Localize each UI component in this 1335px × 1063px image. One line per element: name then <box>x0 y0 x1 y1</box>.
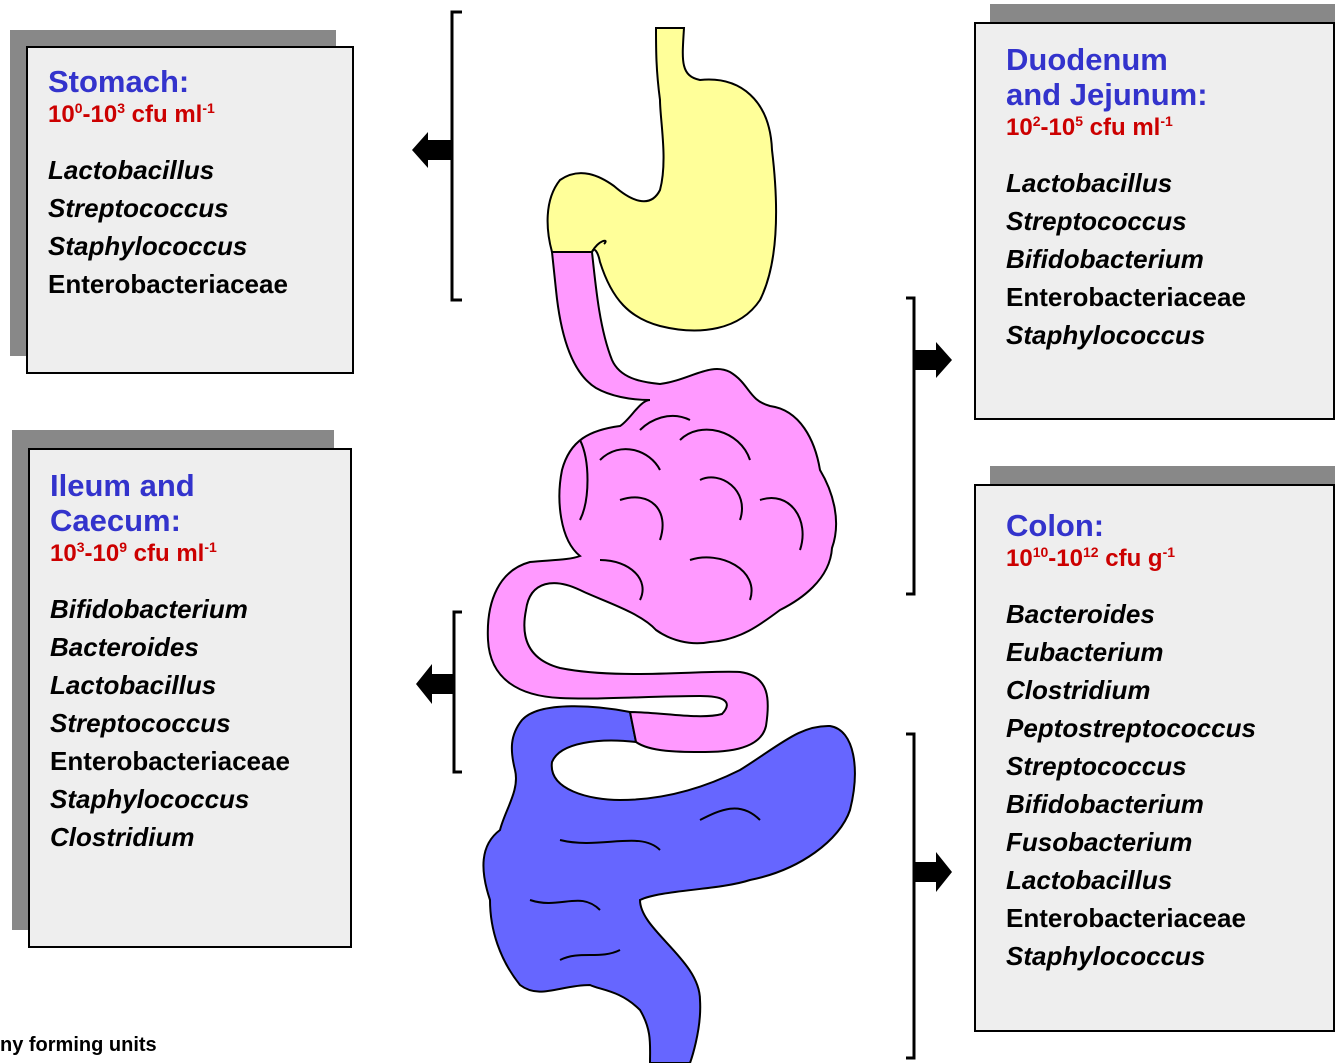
bracket-ileum <box>454 612 462 772</box>
stomach-count-b-exp: 3 <box>117 100 125 116</box>
colon-count-unit: cfu g <box>1099 545 1163 572</box>
stomach-count-a-exp: 0 <box>75 100 83 116</box>
ileum-box: Ileum and Caecum: 103-109 cfu ml-1 Bifid… <box>28 448 352 948</box>
colon-title-line-1: Colon: <box>1006 508 1333 543</box>
colon-taxon: Peptostreptococcus <box>1006 709 1333 747</box>
ileum-taxon: Bifidobacterium <box>50 590 350 628</box>
arrow-right-colon <box>914 852 952 892</box>
ileum-title-line-1: Ileum and <box>50 468 350 503</box>
colon-count-b-exp: 12 <box>1083 544 1099 560</box>
colon-count: 1010-1012 cfu g-1 <box>1006 545 1333 573</box>
duodenum-taxon: Streptococcus <box>1006 202 1333 240</box>
ileum-title-line-2: Caecum: <box>50 503 350 538</box>
duodenum-count-unit-exp: -1 <box>1160 113 1172 129</box>
colon-shape <box>483 706 854 1063</box>
stomach-count-unit: cfu ml <box>125 101 202 128</box>
duodenum-count-b-exp: 5 <box>1075 113 1083 129</box>
duodenum-taxon: Bifidobacterium <box>1006 240 1333 278</box>
colon-taxon: Bacteroides <box>1006 595 1333 633</box>
stomach-count-a: 10 <box>48 101 75 128</box>
stomach-title-line-1: Stomach: <box>48 64 352 99</box>
duodenum-title: Duodenum and Jejunum: <box>1006 42 1333 112</box>
ileum-count-unit: cfu ml <box>127 540 204 567</box>
ileum-count-b-exp: 9 <box>119 539 127 555</box>
duodenum-box: Duodenum and Jejunum: 102-105 cfu ml-1 L… <box>974 22 1335 420</box>
colon-title: Colon: <box>1006 508 1333 543</box>
colon-taxon: Enterobacteriaceae <box>1006 899 1333 937</box>
ileum-count-unit-exp: -1 <box>204 539 216 555</box>
arrow-left-ileum <box>416 664 454 704</box>
colon-count-b: 10 <box>1056 545 1083 572</box>
ileum-taxon: Streptococcus <box>50 704 350 742</box>
bracket-duodenum <box>906 298 914 594</box>
duodenum-count-b: 10 <box>1049 114 1076 141</box>
duodenum-count-a-exp: 2 <box>1033 113 1041 129</box>
ileum-taxon: Lactobacillus <box>50 666 350 704</box>
duodenum-title-line-1: Duodenum <box>1006 42 1333 77</box>
ileum-taxon: Bacteroides <box>50 628 350 666</box>
colon-taxon: Clostridium <box>1006 671 1333 709</box>
colon-count-a: 10 <box>1006 545 1033 572</box>
stomach-taxon: Enterobacteriaceae <box>48 265 352 303</box>
duodenum-taxon: Lactobacillus <box>1006 164 1333 202</box>
bracket-stomach <box>452 12 462 300</box>
colon-count-unit-exp: -1 <box>1163 544 1175 560</box>
arrow-right-duodenum <box>914 342 952 378</box>
colon-taxon: Fusobacterium <box>1006 823 1333 861</box>
stomach-title: Stomach: <box>48 64 352 99</box>
ileum-count: 103-109 cfu ml-1 <box>50 540 350 568</box>
colon-taxon: Bifidobacterium <box>1006 785 1333 823</box>
colon-taxon: Eubacterium <box>1006 633 1333 671</box>
colon-taxon: Streptococcus <box>1006 747 1333 785</box>
stomach-taxon: Streptococcus <box>48 189 352 227</box>
colon-count-a-exp: 10 <box>1033 544 1049 560</box>
stomach-count-b: 10 <box>91 101 118 128</box>
ileum-taxon: Clostridium <box>50 818 350 856</box>
duodenum-taxon: Staphylococcus <box>1006 316 1333 354</box>
duodenum-count-unit: cfu ml <box>1083 114 1160 141</box>
duodenum-count: 102-105 cfu ml-1 <box>1006 114 1333 142</box>
stomach-taxon: Staphylococcus <box>48 227 352 265</box>
footnote: ny forming units <box>0 1034 157 1057</box>
ileum-taxon: Staphylococcus <box>50 780 350 818</box>
duodenum-title-line-2: and Jejunum: <box>1006 77 1333 112</box>
ileum-taxon: Enterobacteriaceae <box>50 742 350 780</box>
stomach-taxon: Lactobacillus <box>48 151 352 189</box>
stomach-count-unit-exp: -1 <box>202 100 214 116</box>
ileum-count-b: 10 <box>93 540 120 567</box>
ileum-count-a: 10 <box>50 540 77 567</box>
duodenum-taxon: Enterobacteriaceae <box>1006 278 1333 316</box>
arrow-left-stomach <box>412 132 452 168</box>
bracket-colon <box>906 734 914 1058</box>
colon-taxon: Staphylococcus <box>1006 937 1333 975</box>
ileum-title: Ileum and Caecum: <box>50 468 350 538</box>
stomach-count: 100-103 cfu ml-1 <box>48 101 352 129</box>
ileum-count-a-exp: 3 <box>77 539 85 555</box>
duodenum-count-a: 10 <box>1006 114 1033 141</box>
colon-taxon: Lactobacillus <box>1006 861 1333 899</box>
